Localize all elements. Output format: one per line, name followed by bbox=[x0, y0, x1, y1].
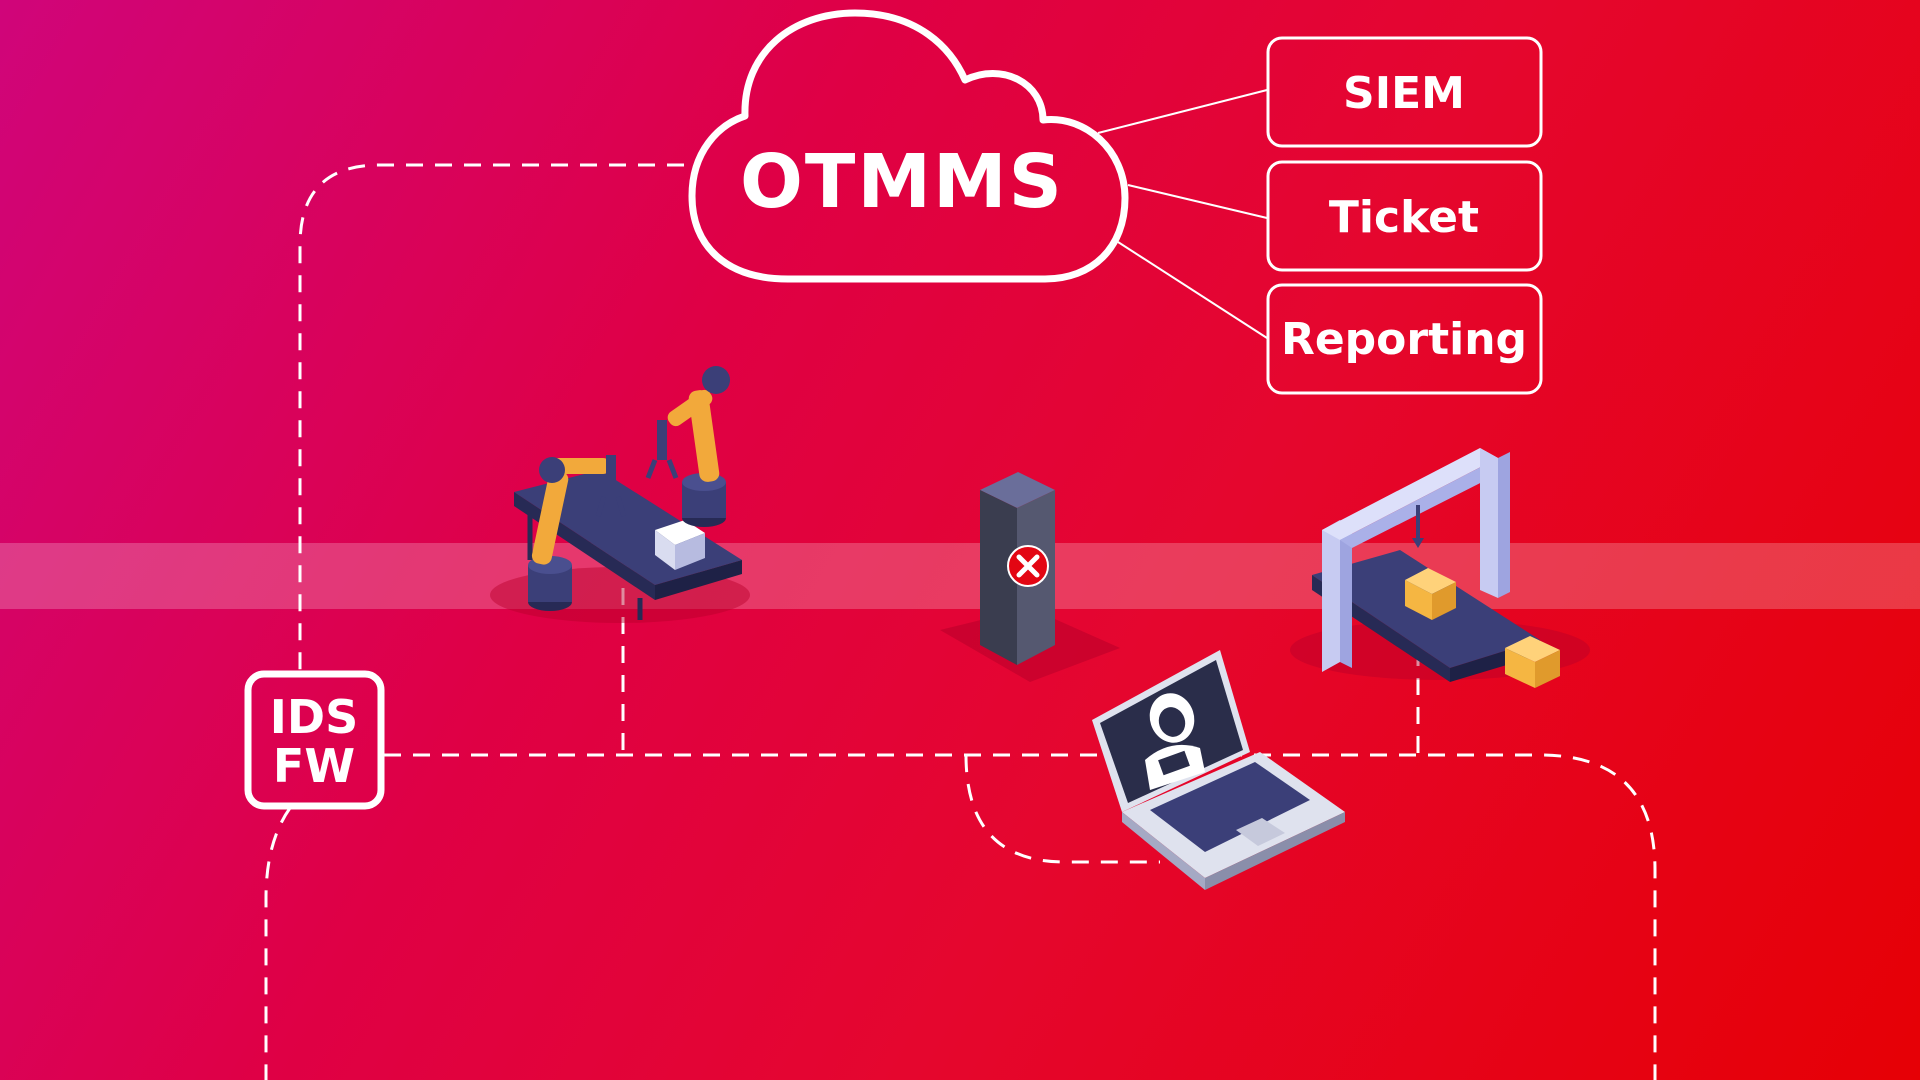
laptop-link bbox=[964, 754, 1160, 864]
robot-arm-conveyor-icon bbox=[490, 366, 750, 623]
cloud-label: OTMMS bbox=[740, 139, 1064, 225]
output-box-ticket: Ticket bbox=[1266, 160, 1543, 272]
gantry-conveyor-icon bbox=[1290, 448, 1590, 688]
otmms-cloud: OTMMS bbox=[688, 9, 1129, 283]
dashed-connections bbox=[264, 163, 1657, 1080]
ids-label: IDS bbox=[270, 690, 358, 744]
firewall-appliance-icon bbox=[940, 472, 1120, 682]
ids-downlink bbox=[264, 807, 292, 1080]
cloud-output-connectors bbox=[1097, 89, 1268, 339]
ids-fw-box: IDS FW bbox=[244, 670, 385, 810]
output-box-siem: SIEM bbox=[1266, 36, 1543, 148]
output-box-reporting: Reporting bbox=[1266, 283, 1543, 395]
output-box-label: Reporting bbox=[1281, 314, 1527, 365]
hacker-laptop-icon bbox=[1092, 650, 1345, 890]
fw-label: FW bbox=[273, 739, 355, 793]
network-band bbox=[0, 543, 1920, 609]
cloud-icon bbox=[688, 9, 1129, 283]
ids-main-bus bbox=[384, 753, 1657, 1080]
output-box-label: Ticket bbox=[1329, 192, 1479, 243]
output-box-label: SIEM bbox=[1343, 68, 1465, 119]
